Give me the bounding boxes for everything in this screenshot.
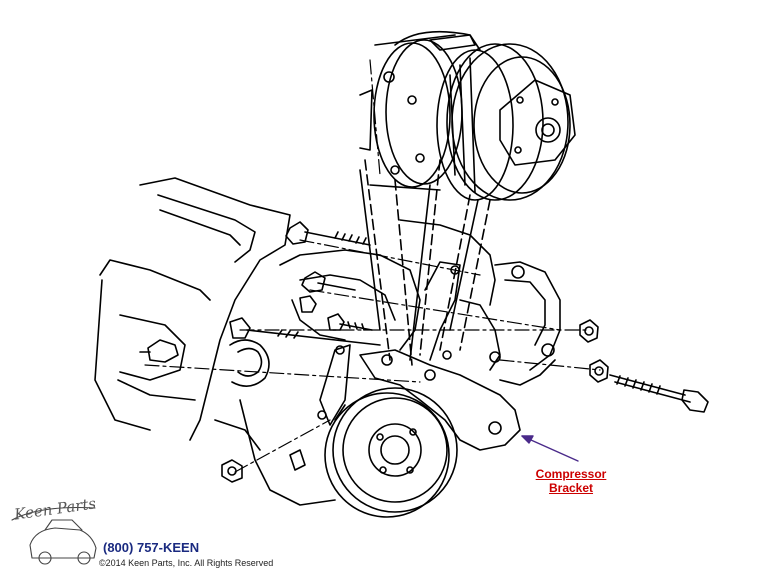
callout-line2[interactable]: Bracket [548,481,594,495]
logo-car-icon [11,506,97,565]
bolt-middle-left [299,271,356,313]
bolt-long-right [609,374,709,413]
compressor-clutch-pulley [436,43,576,201]
copyright-text: ©2014 Keen Parts, Inc. All Rights Reserv… [99,558,274,568]
crankshaft-pulley [324,387,458,518]
bolt-mid-stud [327,313,373,331]
nut-right-upper [579,319,599,343]
drive-belts [364,159,491,366]
compressor-bracket-label[interactable]: Compressor Bracket [527,467,615,495]
bolt-lower-left [139,339,179,363]
bolt-long-left [229,317,381,346]
callout-line1[interactable]: Compressor [535,467,607,481]
ac-compressor [359,30,481,191]
nut-lower-left [221,459,243,483]
callout-arrow [521,435,579,462]
assembly-lines [144,59,601,473]
belt-solid [359,169,479,361]
nut-right-lower [589,359,609,383]
bolt-upper-left [285,221,371,246]
engine-block [94,177,336,506]
phone-number: (800) 757-KEEN [103,540,200,555]
